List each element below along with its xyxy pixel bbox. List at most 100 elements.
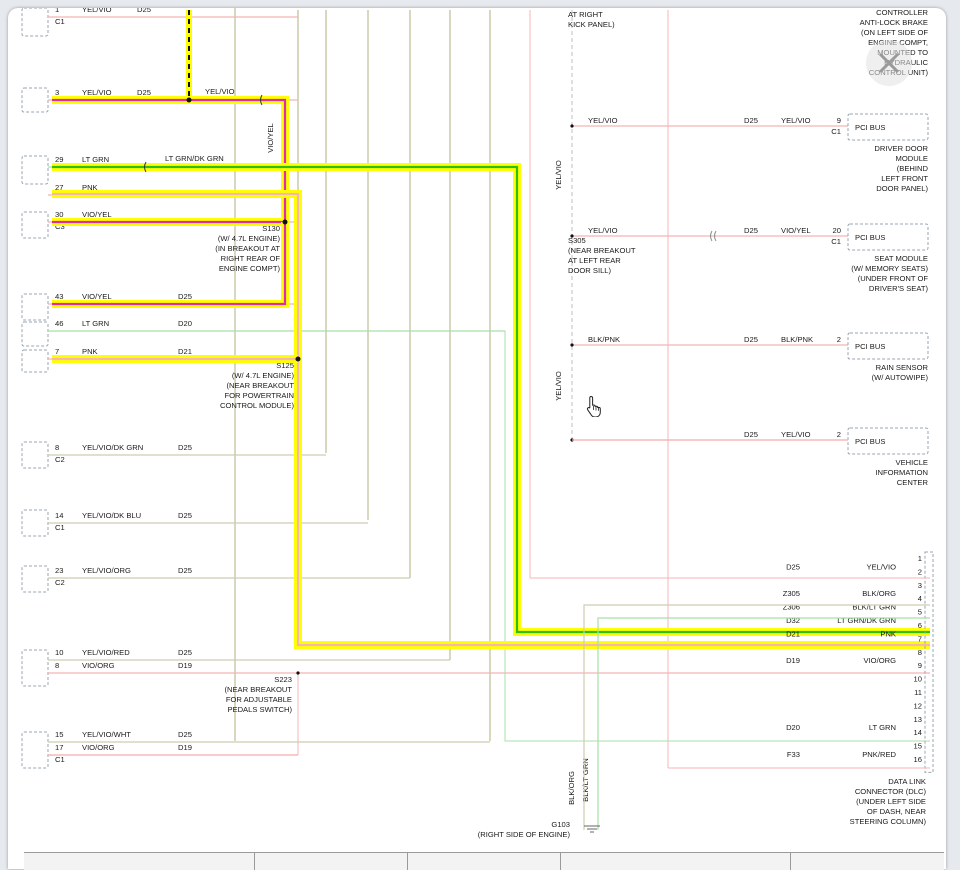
circuit-id: D25 bbox=[178, 648, 192, 657]
bottom-status-bar bbox=[24, 852, 944, 870]
splice-note: S125 bbox=[276, 361, 294, 370]
close-icon bbox=[878, 52, 900, 74]
module-description: DRIVER'S SEAT) bbox=[869, 284, 929, 293]
splice-note: (IN BREAKOUT AT bbox=[215, 244, 280, 253]
pnk-circuit-highlight[interactable] bbox=[52, 190, 930, 649]
module-description: LEFT FRONT bbox=[881, 174, 928, 183]
left-connector-box bbox=[21, 731, 49, 769]
status-divider bbox=[560, 853, 561, 870]
connector-id: C2 bbox=[55, 455, 65, 464]
wire-pin-number: 10 bbox=[55, 648, 63, 657]
dlc-pin-number: 5 bbox=[918, 608, 922, 617]
splice-note: PEDALS SWITCH) bbox=[227, 705, 292, 714]
splice-dot bbox=[570, 124, 574, 128]
wire-pin-number: 9 bbox=[837, 116, 841, 125]
circuit-id: D25 bbox=[137, 88, 151, 97]
circuit-id: D25 bbox=[178, 443, 192, 452]
pnk-circuit[interactable] bbox=[52, 192, 930, 647]
inline-connector-mark bbox=[260, 94, 263, 106]
wire-color-label: BLK/PNK bbox=[781, 335, 813, 344]
lt-grn-wire[interactable] bbox=[48, 330, 930, 742]
splice-dot bbox=[186, 97, 192, 103]
circuit-id: D21 bbox=[178, 347, 192, 356]
module-description: DRIVER DOOR bbox=[874, 144, 928, 153]
vio-yel-circuit-bottom[interactable] bbox=[52, 222, 287, 306]
close-button[interactable] bbox=[866, 40, 912, 86]
left-connector-box bbox=[21, 293, 49, 321]
blk-lt-grn-wire[interactable] bbox=[597, 617, 930, 830]
connector-id: C2 bbox=[55, 578, 65, 587]
module-description: CENTER bbox=[897, 478, 929, 487]
wire-color-label: YEL/VIO bbox=[866, 562, 896, 571]
dlc-pin-number: 3 bbox=[918, 581, 922, 590]
module-description: (UNDER FRONT OF bbox=[858, 274, 929, 283]
module-description: VEHICLE bbox=[896, 458, 929, 467]
vertical-wire-label: YEL/VIO bbox=[554, 160, 563, 190]
circuit-id: D32 bbox=[786, 616, 800, 625]
module-description: CONTROLLER bbox=[876, 8, 928, 17]
splice-note: YEL/VIO bbox=[205, 87, 235, 96]
dlc-pin-number: 14 bbox=[914, 728, 922, 737]
dlc-pin-number: 8 bbox=[918, 648, 922, 657]
circuit-id: F33 bbox=[787, 750, 800, 759]
module-description: (W/ MEMORY SEATS) bbox=[851, 264, 928, 273]
splice-note: S223 bbox=[274, 675, 292, 684]
wire-color-label: YEL/VIO bbox=[781, 116, 811, 125]
status-divider bbox=[254, 853, 255, 870]
pci-bus-label: PCI BUS bbox=[855, 437, 885, 446]
circuit-id: D25 bbox=[786, 562, 800, 571]
splice-note: CONTROL MODULE) bbox=[220, 401, 294, 410]
module-description: ANTI-LOCK BRAKE bbox=[860, 18, 928, 27]
circuit-id: D25 bbox=[137, 8, 151, 14]
blk-org-wire[interactable] bbox=[583, 604, 930, 830]
vertical-wire-label: BLK/LT GRN bbox=[581, 758, 590, 802]
wire-pin-number: 23 bbox=[55, 566, 63, 575]
circuit-id: D19 bbox=[178, 743, 192, 752]
splice-note: (W/ 4.7L ENGINE) bbox=[218, 234, 281, 243]
wire-color-label: YEL/VIO/RED bbox=[82, 648, 130, 657]
wire-color-label: YEL/VIO bbox=[82, 8, 112, 14]
connector-id: C3 bbox=[55, 222, 65, 231]
splice-dot-s130 bbox=[282, 219, 288, 225]
dlc-pin-number: 6 bbox=[918, 621, 922, 630]
wire-pin-number: 46 bbox=[55, 319, 63, 328]
wire-color-label: PNK bbox=[82, 347, 98, 356]
vio-yel-circuit-top[interactable] bbox=[52, 98, 287, 224]
wire-pin-number: 30 bbox=[55, 210, 63, 219]
dlc-pin-number: 12 bbox=[914, 701, 922, 710]
left-connector-box bbox=[21, 441, 49, 469]
status-divider bbox=[790, 853, 791, 870]
dlc-pin-number: 10 bbox=[914, 675, 922, 684]
wire-color-label: VIO/YEL bbox=[82, 210, 112, 219]
left-connector-box bbox=[21, 155, 49, 185]
circuit-id: D19 bbox=[786, 656, 800, 665]
circuit-id: D25 bbox=[744, 116, 758, 125]
wire-pin-number: 20 bbox=[833, 226, 841, 235]
dlc-connector-body bbox=[924, 551, 934, 773]
dlc-description: DATA LINK bbox=[888, 777, 926, 786]
left-connector-box bbox=[21, 649, 49, 687]
module-description: SEAT MODULE bbox=[874, 254, 928, 263]
dlc-description: CONNECTOR (DLC) bbox=[855, 787, 927, 796]
lt-grn-dk-grn-circuit[interactable] bbox=[52, 165, 930, 634]
pci-bus-label: PCI BUS bbox=[855, 123, 885, 132]
wire-color-label: VIO/ORG bbox=[82, 743, 115, 752]
status-divider bbox=[407, 853, 408, 870]
wire-color-label: LT GRN/DK GRN bbox=[837, 616, 896, 625]
wire-color-label: VIO/YEL bbox=[82, 292, 112, 301]
splice-note: S130 bbox=[262, 224, 280, 233]
wire-color-label: VIO/ORG bbox=[864, 656, 897, 665]
splice-note: DOOR SILL) bbox=[568, 266, 612, 275]
dlc-pin-number: 4 bbox=[918, 594, 922, 603]
splice-note: (NEAR BREAKOUT bbox=[568, 246, 636, 255]
left-connector-box bbox=[21, 211, 49, 239]
dlc-pin-number: 11 bbox=[914, 688, 922, 697]
wire-color-label: BLK/ORG bbox=[862, 589, 896, 598]
module-connector-box bbox=[847, 223, 929, 251]
wire-pin-number: 3 bbox=[55, 88, 59, 97]
wire-color-label: VIO/YEL bbox=[781, 226, 811, 235]
circuit-id: Z305 bbox=[783, 589, 800, 598]
vertical-wire-label: YEL/VIO bbox=[554, 371, 563, 401]
